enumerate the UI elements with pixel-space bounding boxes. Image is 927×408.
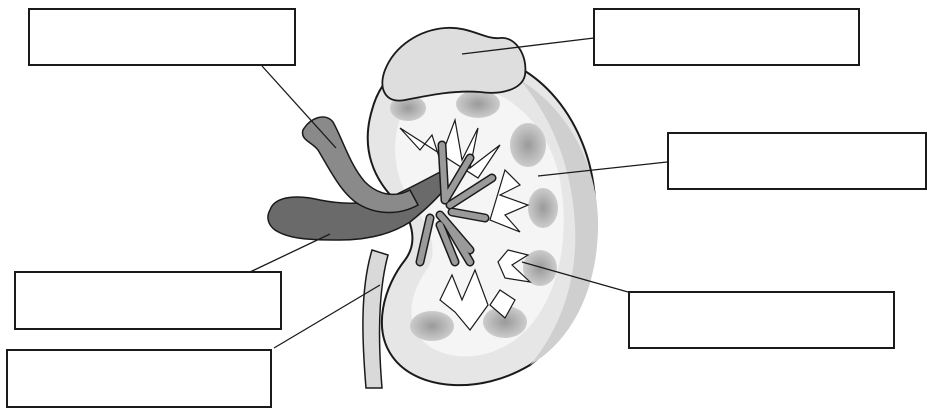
label-box-top-right[interactable]: [593, 8, 860, 66]
label-box-bottom-right[interactable]: [628, 291, 895, 349]
label-box-bottom-left-lower[interactable]: [6, 349, 272, 408]
adrenal-gland: [382, 28, 525, 101]
label-box-mid-right[interactable]: [667, 132, 927, 190]
label-box-top-left[interactable]: [28, 8, 296, 66]
label-box-bottom-left-upper[interactable]: [14, 271, 282, 330]
